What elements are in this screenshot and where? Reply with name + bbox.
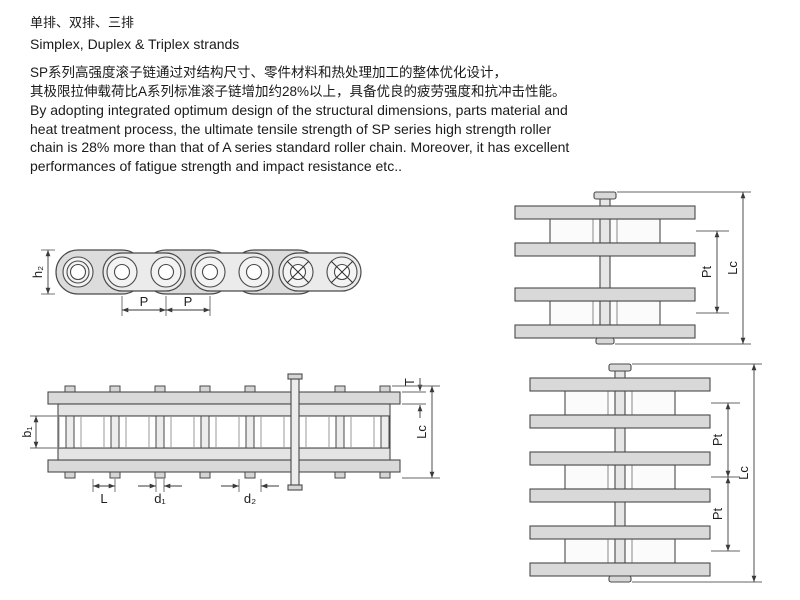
dim-label-lc: Lc — [736, 466, 751, 480]
diagram-triplex-end-view: Pt Pt Lc — [529, 363, 762, 583]
dim-label-h2: h₂ — [32, 266, 45, 278]
connecting-pin — [287, 373, 303, 491]
diagram-duplex-end-view: Pt Lc — [514, 191, 751, 345]
dim-label-d2: d₂ — [244, 491, 256, 506]
dim-label-t: T — [403, 378, 417, 386]
description: SP系列高强度滚子链通过对结构尺寸、零件材料和热处理加工的整体优化设计， 其极限… — [30, 63, 610, 175]
dim-label-pt-lower: Pt — [710, 507, 725, 520]
dim-label-lc: Lc — [725, 261, 740, 275]
pins — [65, 415, 390, 449]
pin-rivet-heads — [608, 363, 632, 583]
dim-label-pt: Pt — [699, 265, 714, 278]
dim-label-pt-upper: Pt — [710, 433, 725, 446]
title-zh: 单排、双排、三排 — [30, 15, 135, 30]
strand-1 — [529, 377, 711, 429]
desc-en-line1: By adopting integrated optimum design of… — [30, 102, 568, 118]
roller-edges — [58, 416, 375, 448]
title-en: Simplex, Duplex & Triplex strands — [30, 36, 240, 52]
diagram-simplex-side-view: h₂ P P — [32, 249, 362, 316]
dim-label-p-left: P — [140, 294, 149, 309]
dimension-lines — [30, 378, 440, 492]
dim-label-l: L — [100, 491, 107, 506]
dimension-lines — [41, 249, 211, 316]
header: 单排、双排、三排 Simplex, Duplex & Triplex stran… — [30, 12, 610, 175]
strand-2 — [529, 451, 711, 503]
diagram-chain-plan-view: T b₁ L d₁ d₂ Lc — [22, 373, 440, 506]
pin-rivet-heads — [593, 191, 617, 345]
dimension-lines — [615, 191, 751, 345]
dim-label-lc: Lc — [414, 425, 429, 439]
dim-label-b1: b₁ — [22, 426, 34, 437]
desc-en-line2: heat treatment process, the ultimate ten… — [30, 120, 552, 137]
dimension-lines — [632, 363, 762, 583]
dim-label-p-right: P — [184, 294, 193, 309]
dim-label-d1: d₁ — [154, 491, 166, 506]
strand-3 — [529, 525, 711, 577]
chain-break-marks — [286, 260, 354, 284]
strand-1 — [514, 205, 696, 257]
desc-zh-line1: SP系列高强度滚子链通过对结构尺寸、零件材料和热处理加工的整体优化设计， — [30, 65, 508, 80]
link-plates — [47, 391, 401, 473]
strand-2 — [514, 287, 696, 339]
desc-en-line4: performances of fatigue strength and imp… — [30, 157, 402, 174]
desc-en-line3: chain is 28% more than that of A series … — [30, 139, 570, 155]
desc-zh-line2: 其极限拉伸载荷比A系列标准滚子链增加约28%以上，具备优良的疲劳强度和抗冲击性能… — [30, 84, 566, 99]
